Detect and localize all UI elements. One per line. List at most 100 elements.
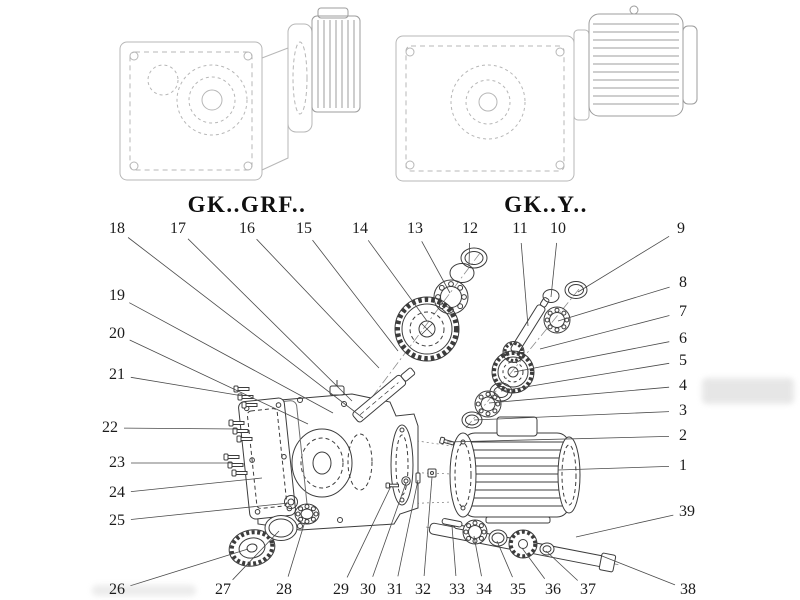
leader-line-14: [367, 240, 428, 322]
leader-line-5: [500, 362, 670, 392]
input-shaft: [352, 367, 416, 423]
leader-line-7: [539, 315, 670, 350]
leader-line-36: [521, 547, 546, 579]
pinion-gear-head: [502, 341, 525, 363]
callout-37: 37: [580, 581, 596, 598]
leader-line-21: [130, 376, 244, 397]
callout-21: 21: [109, 366, 125, 383]
leader-line-34: [473, 535, 482, 577]
callout-19: 19: [109, 287, 125, 304]
leader-line-30: [372, 482, 407, 577]
callout-2: 2: [679, 427, 687, 444]
pinion-bearing: [543, 306, 571, 334]
callout-7: 7: [679, 303, 687, 320]
leader-line-1: [557, 466, 670, 471]
watermark-smudge-right: [702, 378, 794, 404]
leader-line-13: [421, 241, 451, 294]
leader-line-12: [468, 242, 470, 267]
variant-label-grf: GK..GRF..: [187, 192, 307, 217]
callout-20: 20: [109, 325, 125, 342]
pinion-rings: [542, 281, 588, 303]
input-fin-cap: [311, 7, 361, 113]
leader-line-6: [513, 341, 670, 373]
callout-11: 11: [512, 220, 528, 237]
leader-line-11: [520, 242, 529, 327]
output-bearing: [462, 519, 488, 545]
leader-line-31: [397, 479, 419, 577]
leader-line-26: [130, 548, 249, 587]
leader-line-29: [346, 485, 392, 578]
leader-line-28: [287, 517, 307, 577]
callout-33: 33: [449, 581, 465, 598]
callout-8: 8: [679, 274, 687, 291]
leader-line-17: [187, 238, 353, 402]
motor: [449, 416, 581, 524]
callout-12: 12: [462, 220, 478, 237]
callout-15: 15: [296, 220, 312, 237]
callout-24: 24: [109, 484, 125, 501]
pinion-shaft: [510, 297, 550, 354]
callout-1: 1: [679, 457, 687, 474]
callout-22: 22: [102, 419, 118, 436]
callout-3: 3: [679, 402, 687, 419]
callout-30: 30: [360, 581, 376, 598]
gearbox-drawing-grf: [119, 7, 361, 181]
leader-line-15: [312, 239, 399, 352]
output-key: [441, 518, 463, 528]
callout-25: 25: [109, 512, 125, 529]
output-spacers: [488, 529, 555, 559]
watermark-smudge-bottom: [92, 585, 196, 596]
leader-line-19: [129, 302, 334, 414]
leader-line-38: [601, 555, 676, 586]
callout-29: 29: [333, 581, 349, 598]
callout-36: 36: [545, 581, 561, 598]
leader-line-16: [256, 238, 380, 369]
leader-line-39: [575, 514, 674, 538]
leader-line-8: [557, 286, 670, 322]
callout-14: 14: [352, 220, 368, 237]
callout-10: 10: [550, 220, 566, 237]
assembly-dotted-lines: [396, 437, 453, 505]
callout-28: 28: [276, 581, 292, 598]
leader-line-32: [423, 476, 433, 577]
leader-line-37: [545, 550, 578, 581]
intermediate-gear: [491, 350, 535, 394]
input-gear: [394, 296, 460, 362]
leader-line-2: [446, 436, 670, 443]
variant-label-y: GK..Y..: [504, 192, 588, 217]
callout-5: 5: [679, 352, 687, 369]
leader-line-27: [232, 530, 280, 581]
callout-38: 38: [680, 581, 696, 598]
leader-line-4: [488, 386, 670, 404]
callout-18: 18: [109, 220, 125, 237]
leader-line-18: [127, 237, 364, 419]
callout-26: 26: [109, 581, 125, 598]
leader-line-33: [451, 525, 457, 577]
leader-line-25: [130, 502, 290, 520]
leader-lines: [123, 235, 676, 587]
gearbox-drawing-y: [395, 5, 698, 182]
leader-line-3: [473, 411, 670, 421]
callout-4: 4: [679, 377, 687, 394]
callout-13: 13: [407, 220, 423, 237]
leader-line-10: [550, 242, 557, 298]
callout-34: 34: [476, 581, 492, 598]
input-snap-rings: [449, 247, 488, 283]
output-gear: [228, 529, 276, 567]
callout-39: 39: [679, 503, 695, 520]
callout-17: 17: [170, 220, 186, 237]
callout-9: 9: [677, 220, 685, 237]
leader-line-9: [577, 235, 670, 293]
callout-32: 32: [415, 581, 431, 598]
leader-line-20: [129, 339, 309, 425]
input-bearing: [433, 279, 469, 315]
callout-27: 27: [215, 581, 231, 598]
callout-23: 23: [109, 454, 125, 471]
intermediate-rings-bearing: [461, 382, 513, 429]
callout-31: 31: [387, 581, 403, 598]
callout-16: 16: [239, 220, 255, 237]
output-gear-rings: [264, 495, 320, 541]
leader-line-24: [130, 477, 263, 492]
